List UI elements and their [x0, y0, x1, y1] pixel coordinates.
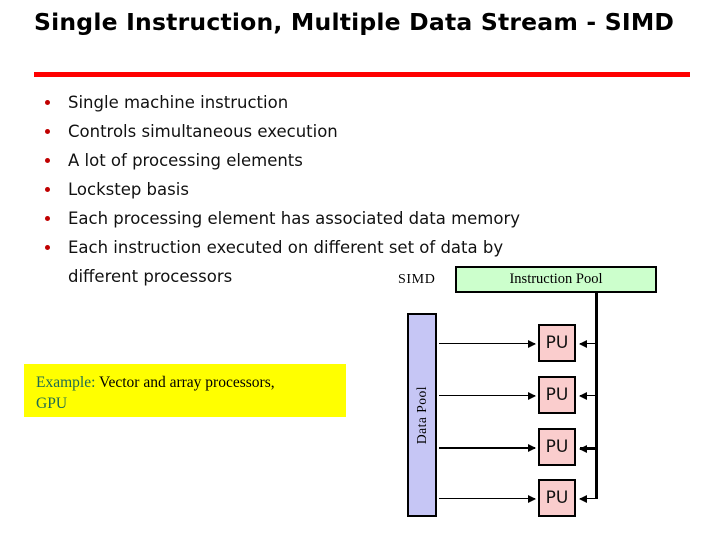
instruction-flow-arrow-2 — [579, 392, 598, 400]
processing-unit-label: PU — [545, 333, 569, 353]
list-item-label: Lockstep basis — [68, 180, 189, 199]
data-pool-box: Data Pool — [407, 313, 437, 517]
instruction-flow-arrow-3 — [579, 445, 598, 453]
data-flow-arrow-3 — [439, 444, 536, 452]
simd-architecture-diagram: SIMD Instruction Pool Data Pool PU PU PU… — [380, 255, 680, 540]
bullet-dot-icon — [45, 187, 50, 192]
list-item-label: A lot of processing elements — [68, 151, 303, 170]
data-flow-arrow-2 — [439, 392, 536, 400]
list-item-label: Single machine instruction — [68, 93, 289, 112]
list-item: A lot of processing elements — [34, 146, 674, 175]
data-flow-arrow-1 — [439, 340, 536, 348]
processing-unit-label: PU — [545, 488, 569, 508]
processing-unit-box-4: PU — [538, 479, 576, 517]
instruction-flow-arrow-1 — [579, 340, 598, 348]
list-item: Each processing element has associated d… — [34, 204, 674, 233]
example-label: Example: — [36, 374, 96, 391]
instruction-bus-line — [595, 293, 598, 499]
bullet-dot-icon — [45, 245, 50, 250]
bullet-dot-icon — [45, 216, 50, 221]
data-pool-label: Data Pool — [414, 385, 429, 445]
processing-unit-box-3: PU — [538, 428, 576, 466]
list-item: Lockstep basis — [34, 175, 674, 204]
instruction-flow-arrow-4 — [579, 495, 598, 503]
processing-unit-box-2: PU — [538, 376, 576, 414]
list-item-label: Each processing element has associated d… — [68, 209, 521, 228]
example-second-line: GPU — [36, 395, 68, 412]
list-item: Each instruction executed on different s… — [34, 233, 674, 291]
list-item: Single machine instruction — [34, 88, 674, 117]
bullet-dot-icon — [45, 129, 50, 134]
title-divider-rule — [34, 72, 690, 77]
processing-unit-label: PU — [545, 385, 569, 405]
bullet-dot-icon — [45, 100, 50, 105]
list-item: Controls simultaneous execution — [34, 117, 674, 146]
instruction-pool-label: Instruction Pool — [509, 271, 603, 287]
bullet-list: Single machine instruction Controls simu… — [34, 88, 674, 291]
list-item-label: Each instruction executed on different s… — [68, 238, 504, 257]
bullet-dot-icon — [45, 158, 50, 163]
data-flow-arrow-4 — [439, 495, 536, 503]
example-callout: Example: Vector and array processors, GP… — [24, 364, 346, 417]
list-item-label: Controls simultaneous execution — [68, 122, 338, 141]
diagram-model-label: SIMD — [398, 272, 436, 287]
example-body: Vector and array processors, — [95, 374, 275, 391]
instruction-pool-box: Instruction Pool — [455, 266, 657, 293]
processing-unit-box-1: PU — [538, 324, 576, 362]
processing-unit-label: PU — [545, 437, 569, 457]
page-title: Single Instruction, Multiple Data Stream… — [34, 8, 675, 36]
list-item-label-continuation: different processors — [68, 267, 233, 286]
